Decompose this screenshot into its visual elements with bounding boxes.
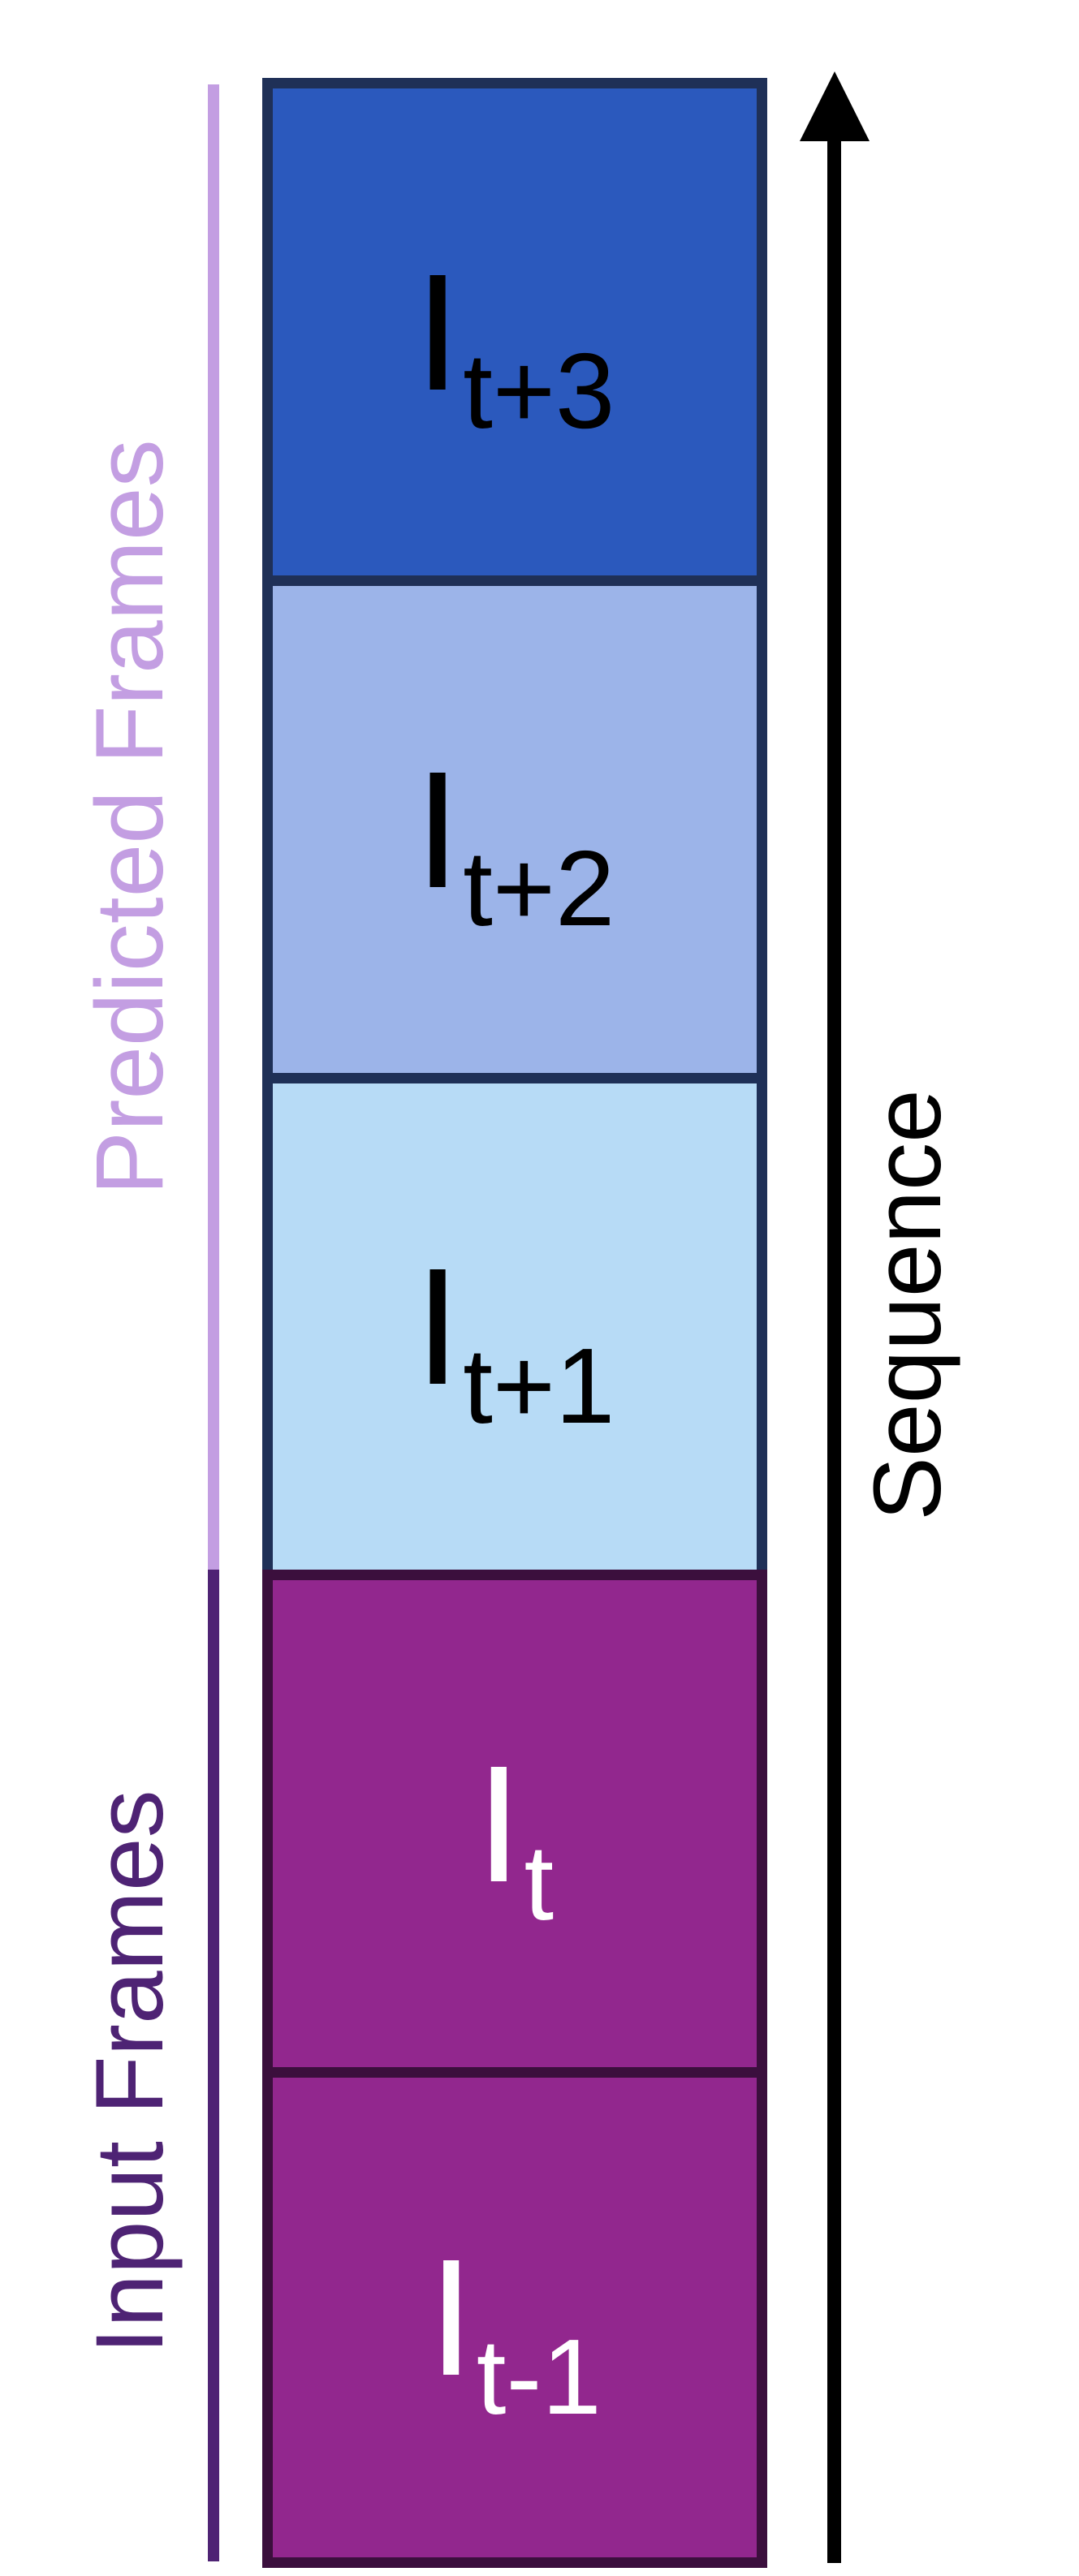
frame-t-plus-1: It+1 [262,1073,767,1580]
frame-label: It [476,1741,554,1936]
frame-subscript: t+3 [463,331,615,451]
frame-label: It+2 [415,747,615,942]
frame-t: It [262,1570,767,2078]
frame-subscript: t [524,1823,555,1943]
frame-subscript: t+1 [463,1325,615,1445]
frame-label: It-1 [428,2234,602,2430]
frame-label: It+1 [415,1243,615,1439]
frame-t-minus-1: It-1 [262,2067,767,2568]
sequence-arrow-line [827,134,841,2563]
input-frames-bracket [208,1570,219,2561]
frame-subscript: t-1 [476,2316,602,2436]
frame-subscript: t+2 [463,829,615,949]
frame-t-plus-2: It+2 [262,575,767,1083]
frame-symbol: I [414,736,461,923]
predicted-frames-label: Predicted Frames [76,439,183,1195]
frame-label: It+3 [415,249,615,445]
frame-symbol: I [475,1730,522,1917]
sequence-arrowhead [800,71,870,141]
input-frames-label: Input Frames [76,1790,183,2354]
sequence-label: Sequence [854,1089,961,1521]
frame-t-plus-3: It+3 [262,78,767,586]
frame-symbol: I [414,1234,461,1419]
frame-symbol: I [428,2225,475,2410]
predicted-frames-bracket [208,84,219,1570]
frame-symbol: I [414,239,461,425]
